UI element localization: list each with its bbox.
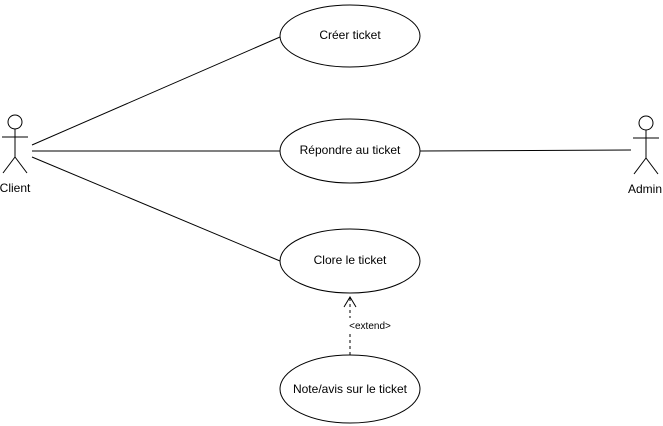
use-case-clore-ticket-label: Clore le ticket (314, 253, 387, 267)
actor-admin-label: Admin (628, 182, 662, 196)
actor-admin-icon (633, 115, 659, 175)
extend-label: <extend> (349, 321, 391, 332)
use-case-repondre-ticket-ellipse (279, 118, 421, 184)
association-admin-repondre-ticket (419, 149, 632, 152)
use-case-note-avis-ticket[interactable]: Note/avis sur le ticket (279, 354, 421, 424)
use-case-creer-ticket-ellipse (279, 4, 421, 68)
actor-client[interactable]: Client (0, 114, 31, 195)
extend-arrowhead (343, 296, 357, 308)
association-client-clore-ticket (31, 156, 281, 262)
actor-client-icon (2, 114, 28, 174)
use-case-note-avis-ticket-ellipse (279, 354, 421, 424)
use-case-note-avis-ticket-label: Note/avis sur le ticket (293, 382, 408, 396)
association-client-creer-ticket (31, 36, 281, 146)
use-case-clore-ticket-ellipse (279, 228, 421, 294)
use-case-repondre-ticket[interactable]: Répondre au ticket (279, 118, 421, 184)
use-case-clore-ticket[interactable]: Clore le ticket (279, 228, 421, 294)
use-case-repondre-ticket-label: Répondre au ticket (300, 143, 401, 157)
use-case-creer-ticket-label: Créer ticket (319, 28, 381, 42)
use-case-creer-ticket[interactable]: Créer ticket (279, 4, 421, 68)
actor-admin[interactable]: Admin (628, 115, 662, 196)
extend-label-background (344, 318, 396, 332)
actor-client-label: Client (0, 181, 31, 195)
